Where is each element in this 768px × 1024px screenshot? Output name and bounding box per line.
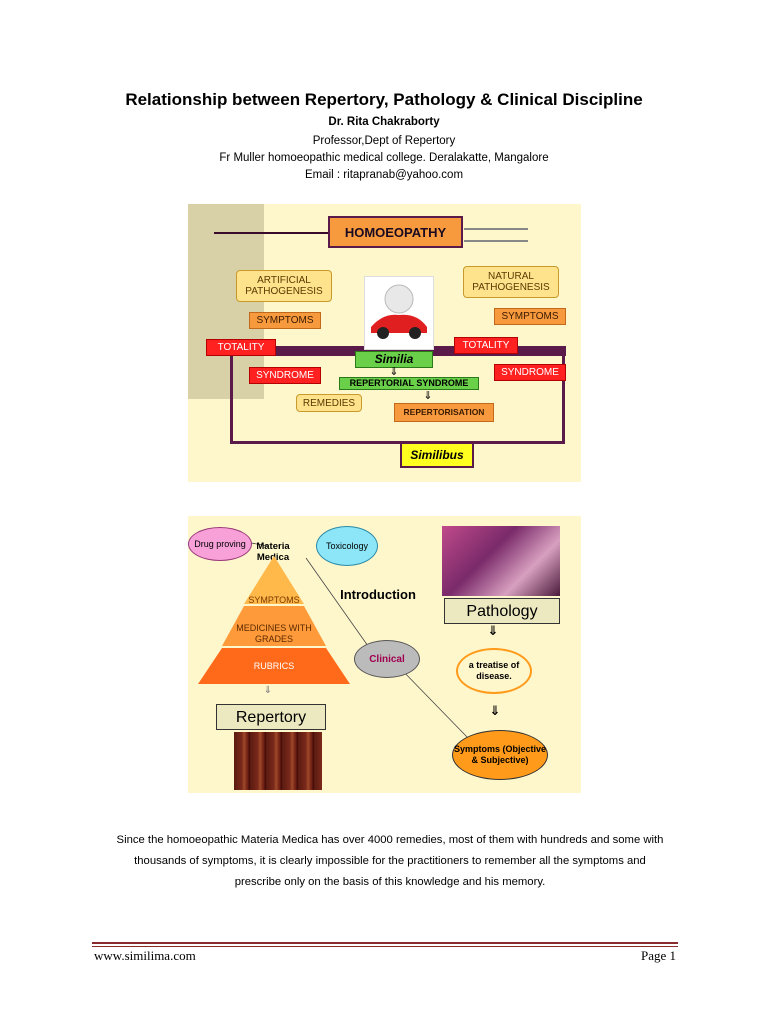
treatise-arrow-icon: ⇓ <box>489 702 501 718</box>
document-title: Relationship between Repertory, Patholog… <box>125 90 643 109</box>
author-name: Dr. Rita Chakraborty <box>328 116 440 128</box>
pathology-photo <box>442 526 560 596</box>
arrow-2: ⇓ <box>423 389 433 402</box>
author-institution: Fr Muller homoeopathic medical college. … <box>219 152 549 164</box>
body-paragraph: Since the homoeopathic Materia Medica ha… <box>116 834 664 888</box>
totality-right-box: TOTALITY <box>454 337 518 354</box>
similia-box: Similia <box>355 351 433 368</box>
repertory-pathology-diagram: Drug proving Materia Medica Toxicology I… <box>188 516 581 793</box>
homoeopathy-box: HOMOEOPATHY <box>328 216 463 248</box>
frame-bottom <box>230 441 565 444</box>
diagram-top-line <box>214 232 328 234</box>
remedies-box: REMEDIES <box>296 394 362 412</box>
drug-proving-ellipse: Drug proving <box>188 527 252 561</box>
pyramid-rubrics: RUBRICS <box>253 660 295 671</box>
author-email: Email : ritapranab@yahoo.com <box>304 169 464 181</box>
frame-left <box>230 346 233 444</box>
symptoms-left-box: SYMPTOMS <box>249 312 321 329</box>
pathology-arrow-icon: ⇓ <box>487 622 499 638</box>
syndrome-right-box: SYNDROME <box>494 364 566 381</box>
natural-pathogenesis-box: NATURAL PATHOGENESIS <box>463 266 559 298</box>
symptoms-ellipse: Symptoms (Objective & Subjective) <box>452 730 548 780</box>
arrow-1: ⇓ <box>389 365 399 378</box>
materia-medica-label: Materia Medica <box>256 541 290 563</box>
treatise-ellipse: a treatise of disease. <box>456 648 532 694</box>
pathology-box: Pathology <box>444 598 560 624</box>
frame-right <box>562 346 565 444</box>
artificial-pathogenesis-box: ARTIFICIAL PATHOGENESIS <box>236 270 332 302</box>
repertorial-syndrome-box: REPERTORIAL SYNDROME <box>339 377 479 390</box>
author-position: Professor,Dept of Repertory <box>312 135 456 147</box>
footer-divider-thin <box>92 946 678 947</box>
footer-website: www.similima.com <box>94 948 196 963</box>
footer-divider <box>92 942 678 944</box>
toxicology-ellipse: Toxicology <box>316 526 378 566</box>
similibus-box: Similibus <box>400 442 474 468</box>
repertory-arrow-icon: ⇓ <box>263 684 273 696</box>
syndrome-left-box: SYNDROME <box>249 367 321 384</box>
homoeopathy-diagram: HOMOEOPATHY ARTIFICIAL PATHOGENESIS NATU… <box>188 204 581 482</box>
symptoms-right-box: SYMPTOMS <box>494 308 566 325</box>
totality-left-box: TOTALITY <box>206 339 276 356</box>
repertorisation-box: REPERTORISATION <box>394 403 494 422</box>
pyramid-symptoms: SYMPTOMS <box>248 594 300 605</box>
repertory-box: Repertory <box>216 704 326 730</box>
footer-page-number: Page 1 <box>640 948 676 963</box>
books-image <box>234 732 322 790</box>
clinical-ellipse: Clinical <box>354 640 420 678</box>
pyramid <box>198 556 350 684</box>
diagram-top-line-right <box>464 228 528 242</box>
car-logo-image <box>364 276 434 350</box>
pyramid-medicines: MEDICINES WITH GRADES <box>236 623 312 644</box>
introduction-label: Introduction <box>340 586 416 602</box>
